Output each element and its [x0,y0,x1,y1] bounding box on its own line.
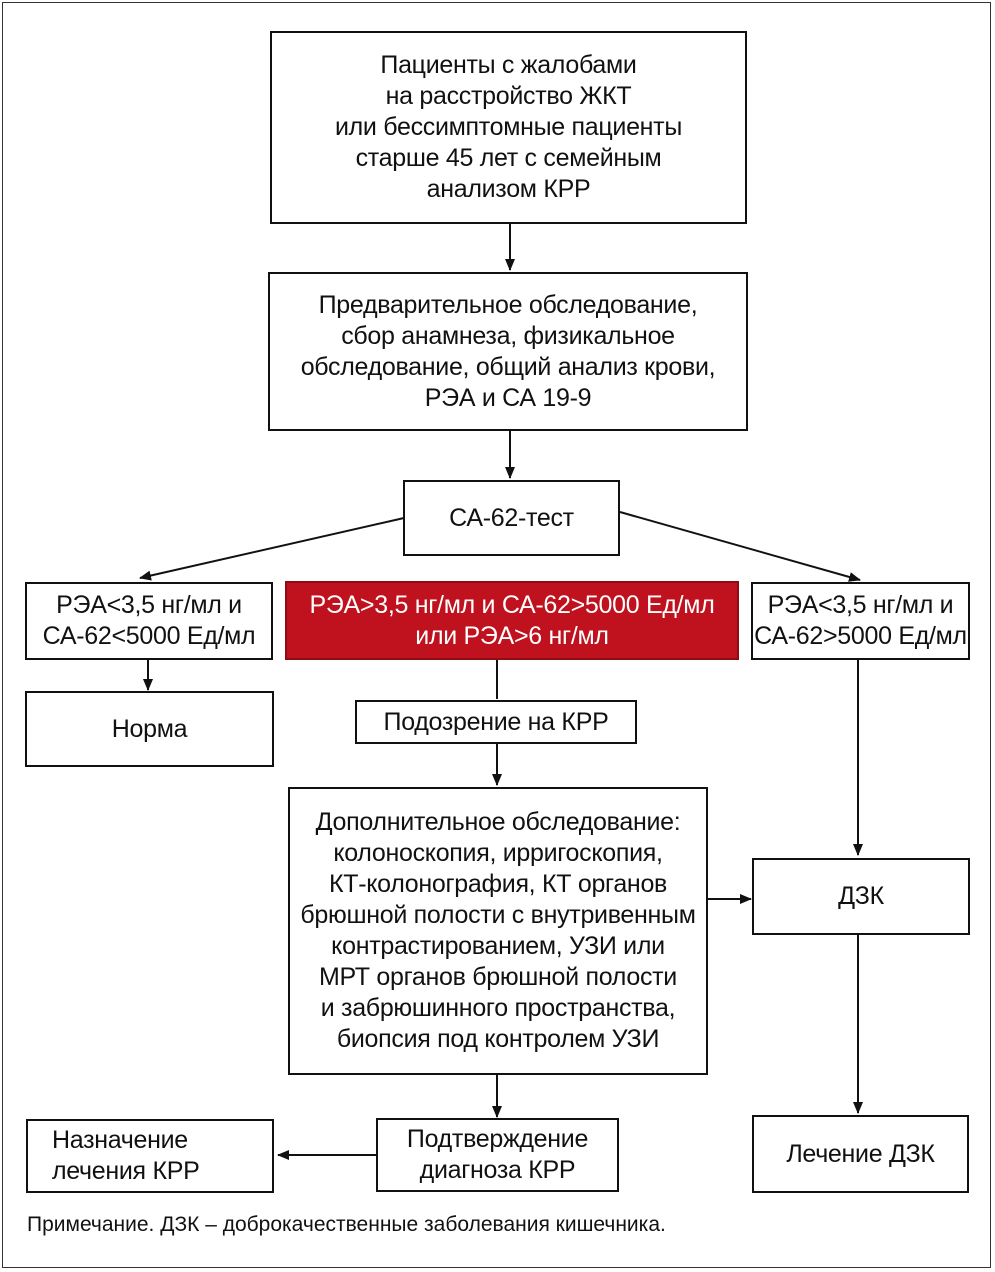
box-text-line: РЭА<3,5 нг/мл и [767,591,954,619]
ca62-test-box: СА-62-тест [403,480,620,556]
box-text-line: СА-62-тест [449,503,574,532]
box-text-line: анализом КРР [426,175,591,203]
norm-box: Норма [25,691,274,767]
dzk-box: ДЗК [752,858,970,935]
box-text-line: на расстройство ЖКТ [385,82,632,110]
arrow-test-to-left [139,517,405,581]
box-text-line: Лечение ДЗК [786,1139,935,1168]
box-text-line: биопсия под контролем УЗИ [336,1025,660,1053]
confirmation-box: Подтверждение диагноза КРР [376,1118,619,1192]
right-condition-box: РЭА<3,5 нг/мл и СА-62>5000 Ед/мл [751,582,970,660]
box-text-line: Пациенты с жалобами [380,51,637,79]
patients-box: Пациенты с жалобами на расстройство ЖКТ ил… [270,31,747,224]
box-text-line: лечения КРР [52,1157,200,1185]
box-text-line: старше 45 лет с семейным [355,144,662,172]
box-text-line: Подозрение на КРР [383,707,609,736]
left-condition-box: РЭА<3,5 нг/мл и СА-62<5000 Ед/мл [25,582,273,660]
box-text-line: и забрюшинного пространства, [320,994,676,1022]
additional-exam-box: Дополнительное обследование: колоноскопия… [288,787,708,1075]
box-text-line: Дополнительное обследование: [315,808,681,836]
box-text-line: или РЭА>6 нг/мл [415,621,609,650]
box-text-line: Норма [111,714,188,743]
box-text-line: контрастированием, УЗИ или [331,932,665,960]
box-text-line: колоноскопия, ирригоскопия, [333,839,663,867]
box-text-line: обследование, общий анализ крови, [300,352,716,381]
box-text-line: ДЗК [838,882,884,910]
box-text-line: сбор анамнеза, физикальное [341,321,675,350]
treatment-krr-box: Назначение лечения КРР [26,1119,274,1193]
box-text-line: КТ-колонография, КТ органов [328,870,668,898]
box-text-line: или бессимптомные пациенты [334,113,683,141]
box-text-line: РЭА<3,5 нг/мл и [56,591,242,619]
box-text-line: Предварительное обследование, [318,290,698,319]
box-text-line: Подтверждение [406,1125,589,1153]
box-text-line: СА-62<5000 Ед/мл [42,622,256,650]
box-text-line: МРТ органов брюшной полости [319,963,677,991]
box-text-line: Назначение [52,1126,188,1154]
footnote: Примечание. ДЗК – доброкачественные забо… [27,1213,666,1236]
box-text-line: диагноза КРР [419,1156,576,1184]
box-text-line: РЭА>3,5 нг/мл и СА-62>5000 Ед/мл [309,590,715,619]
arrow-test-to-right [619,511,861,582]
suspicion-box: Подозрение на КРР [355,700,637,744]
preliminary-exam-box: Предварительное обследование,сбор анамне… [268,272,748,431]
treatment-dzk-box: Лечение ДЗК [752,1115,969,1193]
box-text-line: РЭА и СА 19-9 [424,383,592,412]
box-text-line: брюшной полости с внутривенным [300,901,696,929]
box-text-line: СА-62>5000 Ед/мл [754,622,967,650]
